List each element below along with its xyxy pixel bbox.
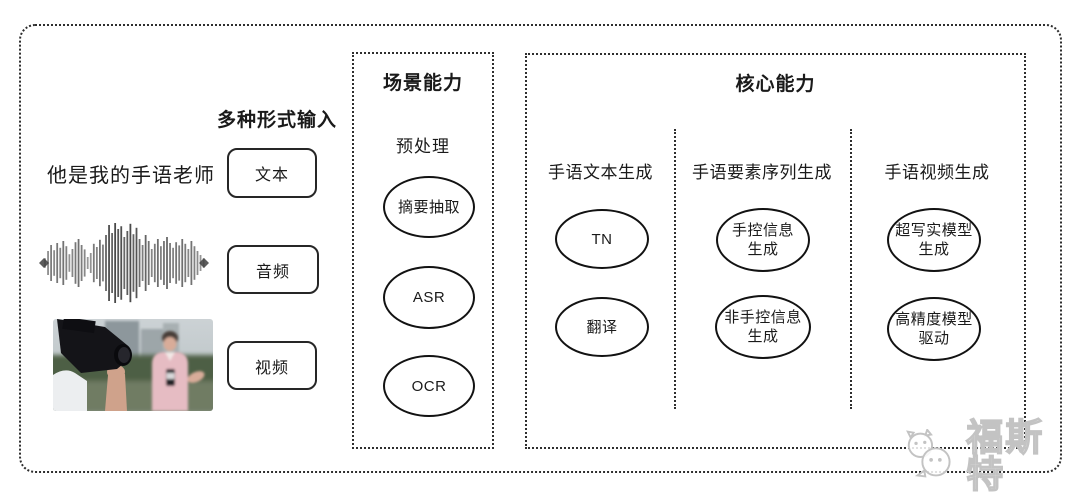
node-tn: TN: [555, 209, 649, 269]
column-header-video-generation: 手语视频生成: [884, 163, 990, 182]
audio-waveform-icon: [39, 223, 209, 303]
node-manual-info-generation: 手控信息 生成: [716, 208, 810, 272]
input-type-box-text: 文本: [227, 148, 317, 198]
node-asr: ASR: [383, 266, 475, 329]
column-divider-2: [850, 129, 852, 409]
core-capability-box: 核心能力 手语文本生成 手语要素序列生成 手语视频生成 TN 翻译 手控信息 生…: [525, 53, 1026, 449]
scene-capability-title: 场景能力: [382, 73, 463, 94]
column-divider-1: [674, 129, 676, 409]
node-high-precision-model-driving: 高精度模型 驱动: [887, 297, 981, 361]
reporter-photo-illustration: [53, 319, 213, 411]
watermark-text: 福斯特: [966, 417, 1045, 495]
node-non-manual-info-generation: 非手控信息 生成: [715, 295, 811, 359]
text-input-sample: 他是我的手语老师: [47, 165, 215, 187]
outer-dashed-border: [19, 24, 1062, 473]
input-section-header: 多种形式输入: [217, 110, 338, 131]
watermark-logo-icon: [906, 429, 951, 478]
node-translation: 翻译: [555, 297, 649, 357]
scene-capability-box: 场景能力 预处理 摘要抽取 ASR OCR: [352, 52, 494, 449]
column-header-element-sequence-generation: 手语要素序列生成: [692, 163, 832, 182]
watermark: 福斯特: [900, 417, 1080, 495]
video-input-thumbnail: [53, 319, 213, 411]
preprocess-label: 预处理: [396, 137, 450, 156]
node-summary-extraction: 摘要抽取: [383, 176, 475, 238]
node-ocr: OCR: [383, 355, 475, 417]
core-capability-title: 核心能力: [735, 74, 816, 95]
input-type-box-video: 视频: [227, 341, 317, 390]
input-type-box-audio: 音频: [227, 245, 319, 294]
column-header-text-generation: 手语文本生成: [548, 163, 653, 182]
node-hyperrealistic-model-generation: 超写实模型 生成: [887, 208, 981, 272]
